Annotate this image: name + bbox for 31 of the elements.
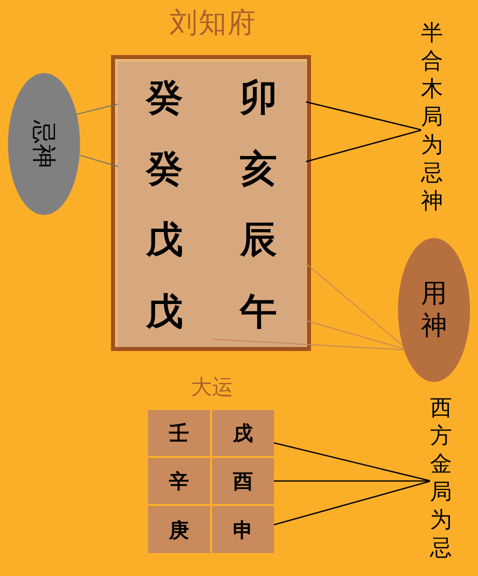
leader-line [79,154,118,167]
leader-line [306,130,422,162]
pillar-cell: 癸 [118,62,212,134]
annotation-text: 西方金局为忌 [430,395,452,563]
leader-line [274,480,430,526]
pillar-cell: 癸 [118,133,212,205]
pillar-cell: 戊 [118,204,212,276]
pillar-cell: 辰 [211,204,306,276]
leader-line [274,480,430,482]
chart-title: 刘知府 [170,8,256,39]
pillar-cell: 亥 [211,133,306,205]
pillar-cell: 戊 [118,275,212,347]
luck-pillar-cell: 壬 [148,410,210,456]
section-heading: 大运 [191,376,233,400]
leader-line [76,104,118,115]
annotation-text: 半合木局为忌神 [421,20,443,216]
oval-node: 用神 [398,238,470,382]
pillar-cell: 卯 [211,62,306,134]
chart-frame [111,55,311,351]
leader-line [306,101,422,130]
leader-line [274,442,430,482]
leader-line [306,320,404,350]
pillar-cell: 午 [211,275,306,347]
luck-pillar-cell: 酉 [212,458,274,504]
leader-line [306,263,404,346]
oval-node: 忌神 [8,73,80,215]
luck-pillar-cell: 庚 [148,506,210,553]
leader-line [212,338,404,350]
luck-pillar-cell: 戌 [212,410,274,456]
luck-pillar-cell: 申 [212,506,274,553]
luck-pillar-cell: 辛 [148,458,210,504]
